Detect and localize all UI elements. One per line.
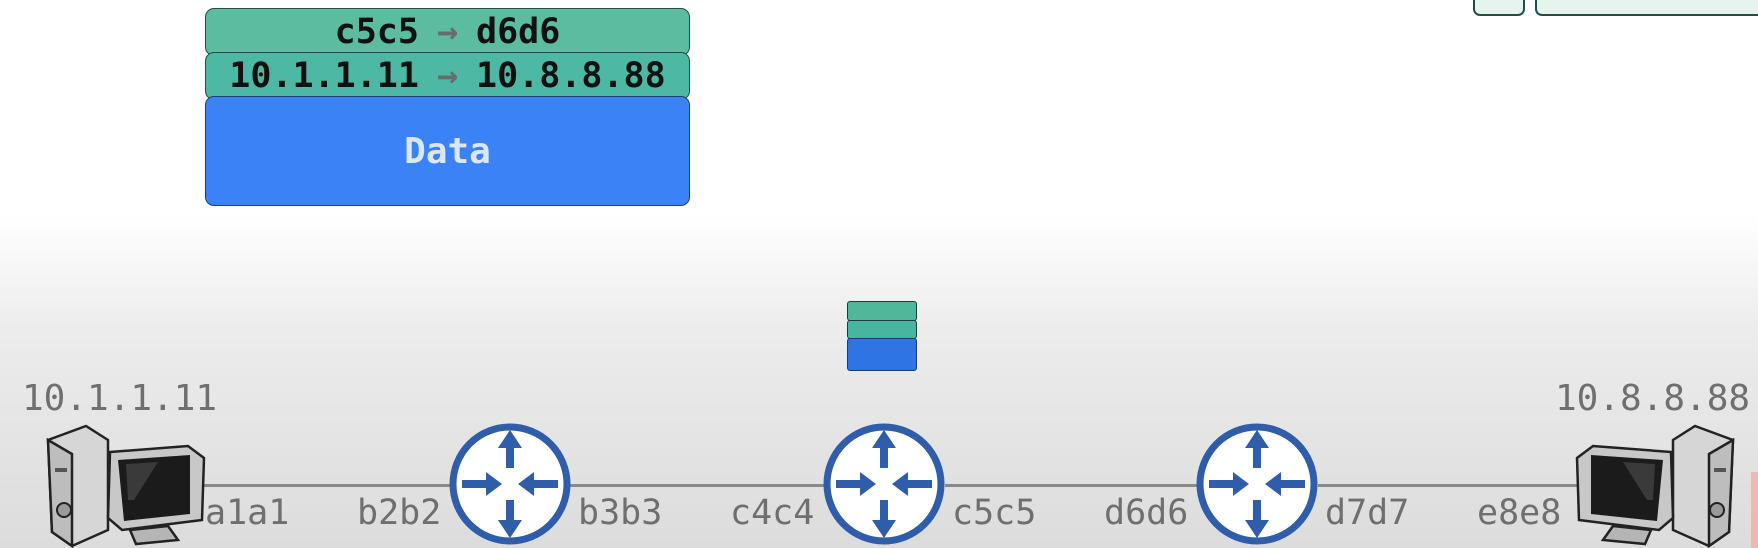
packet-diagram: c5c5 → d6d6 10.1.1.11 → 10.8.8.88 Data [205, 8, 690, 206]
layer3-header: 10.1.1.11 → 10.8.8.88 [205, 52, 690, 100]
layer3-src-ip: 10.1.1.11 [229, 56, 419, 96]
interface-label-c5c5: c5c5 [952, 493, 1037, 533]
desktop-computer-icon [1575, 424, 1735, 548]
mini-layer2-header [847, 301, 917, 321]
mini-layer3-header [847, 320, 917, 339]
host2-ip-label: 10.8.8.88 [1555, 378, 1751, 419]
host1-ip-label: 10.1.1.11 [22, 378, 218, 419]
cut-off-element [1751, 472, 1758, 548]
layer3-dst-ip: 10.8.8.88 [476, 56, 666, 96]
layer2-src-mac: c5c5 [334, 12, 419, 52]
interface-label-a1a1: a1a1 [205, 493, 290, 533]
interface-label-b2b2: b2b2 [357, 493, 442, 533]
link-router2-router3 [945, 484, 1200, 487]
layer2-header: c5c5 → d6d6 [205, 8, 690, 56]
mini-payload [847, 338, 917, 371]
layer2-dst-mac: d6d6 [476, 12, 561, 52]
router-icon [1196, 423, 1318, 545]
desktop-computer-icon [46, 424, 206, 548]
interface-label-e8e8: e8e8 [1477, 493, 1562, 533]
interface-label-d6d6: d6d6 [1104, 493, 1189, 533]
router-icon [449, 423, 571, 545]
partial-box-left [1473, 0, 1525, 16]
interface-label-c4c4: c4c4 [730, 493, 815, 533]
link-router3-host2 [1318, 484, 1580, 487]
arrow-right-icon: → [436, 56, 459, 96]
link-host1-router1 [190, 484, 450, 487]
packet-in-transit-icon [847, 301, 917, 371]
link-router1-router2 [570, 484, 825, 487]
arrow-right-icon: → [436, 12, 459, 52]
packet-payload: Data [205, 96, 690, 206]
interface-label-d7d7: d7d7 [1325, 493, 1410, 533]
router-icon [823, 423, 945, 545]
interface-label-b3b3: b3b3 [578, 493, 663, 533]
partial-box-right [1535, 0, 1758, 16]
